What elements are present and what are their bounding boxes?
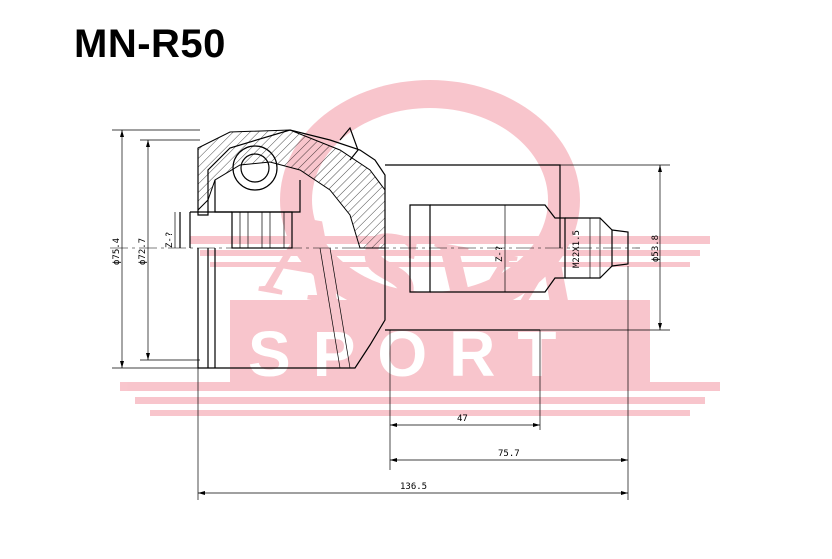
total-length-label: 136.5: [400, 482, 427, 492]
inner-race-and-ball: [179, 145, 301, 249]
dimension-lines: [112, 129, 670, 500]
shaft-diameter-label: ϕ53.8: [651, 235, 661, 262]
part-number-title: MN-R50: [74, 22, 226, 66]
inner-spline-label: Z-?: [165, 232, 175, 248]
thread-label: M22X1.5: [572, 230, 582, 268]
outer-spline-label: Z-?: [495, 246, 505, 262]
seal-diameter-label: ϕ72.7: [138, 238, 148, 265]
outer-joint-housing: [197, 126, 386, 369]
watermark-bottom-text: SPORT: [248, 318, 578, 390]
outer-diameter-label: ϕ75.4: [112, 238, 122, 265]
stem-length-label: 75.7: [498, 449, 520, 459]
shaft-length-label: 47: [457, 414, 468, 424]
